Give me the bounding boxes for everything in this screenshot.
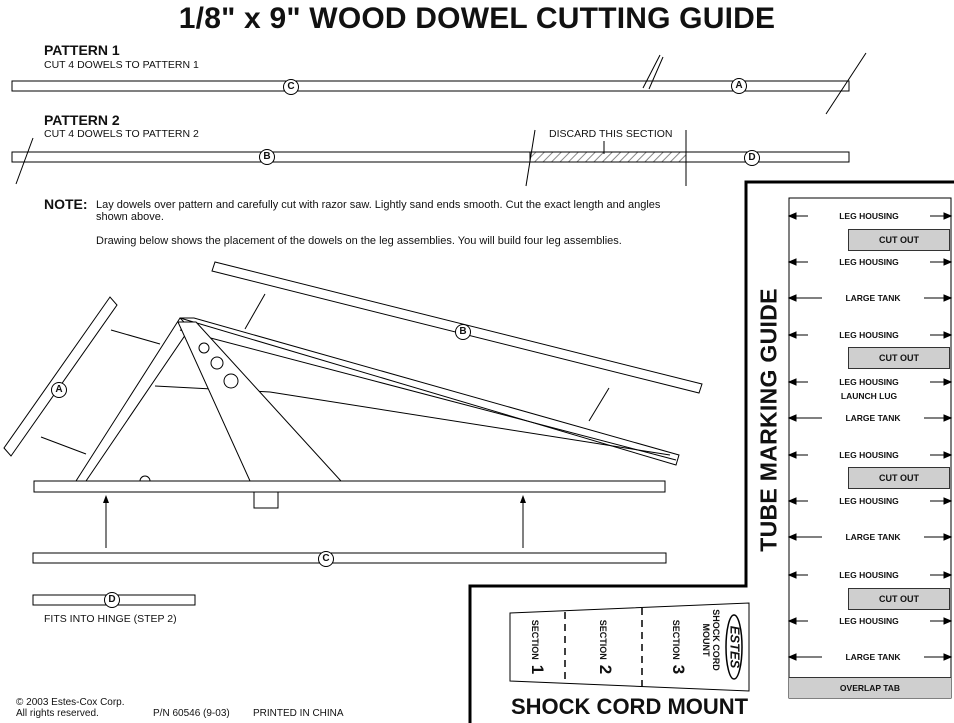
leg-housing-label: LEG HOUSING: [808, 377, 930, 387]
marker-d-pattern2: D: [748, 152, 756, 163]
note-line1: Lay dowels over pattern and carefully cu…: [96, 199, 661, 211]
note-line2: shown above.: [96, 211, 164, 223]
mount-label-line1: SHOCK CORD: [711, 609, 721, 671]
marker-a-pattern1: A: [735, 80, 743, 91]
estes-logo: ESTES: [727, 625, 743, 669]
discard-label: DISCARD THIS SECTION: [549, 128, 673, 140]
dowel-c: [32, 552, 667, 564]
section-1-label: SECTION1: [528, 619, 547, 675]
pattern2-dowel: [11, 151, 850, 163]
marker-c-assembly: C: [322, 553, 330, 564]
pattern2-instruction: CUT 4 DOWELS TO PATTERN 2: [44, 128, 199, 140]
leg-housing-label: LEG HOUSING: [808, 616, 930, 626]
marker-b-assembly: B: [459, 326, 467, 337]
tube-guide-border: [468, 180, 954, 723]
large-tank-label: LARGE TANK: [822, 413, 924, 423]
shock-cord-mount-template: [509, 602, 750, 692]
section-3-label: SECTION3: [669, 619, 688, 675]
launch-lug-label: LAUNCH LUG: [840, 391, 898, 401]
marker-d-assembly: D: [108, 594, 116, 605]
tube-guide-title: TUBE MARKING GUIDE: [755, 288, 782, 552]
leg-housing-label: LEG HOUSING: [808, 257, 930, 267]
note-line3: Drawing below shows the placement of the…: [96, 235, 622, 247]
dowel-a: [3, 296, 118, 457]
pattern2-heading: PATTERN 2: [44, 112, 120, 128]
overlap-tab-band: OVERLAP TAB: [789, 677, 951, 698]
rights: All rights reserved.: [16, 708, 99, 719]
leg-housing-label: LEG HOUSING: [808, 330, 930, 340]
leg-housing-label: LEG HOUSING: [808, 496, 930, 506]
pattern1-dowel: [11, 80, 850, 92]
shock-cord-title: SHOCK CORD MOUNT: [511, 694, 749, 719]
pattern1-instruction: CUT 4 DOWELS TO PATTERN 1: [44, 59, 199, 71]
marker-a-assembly: A: [55, 384, 63, 395]
section-2-label: SECTION2: [596, 619, 615, 675]
pattern1-heading: PATTERN 1: [44, 42, 120, 58]
marker-c-pattern1: C: [287, 81, 295, 92]
cut-out-band: CUT OUT: [848, 347, 950, 369]
page-title: 1/8" x 9" WOOD DOWEL CUTTING GUIDE: [178, 2, 776, 35]
marker-b-pattern2: B: [263, 151, 271, 162]
leg-housing-label: LEG HOUSING: [808, 211, 930, 221]
cut-out-band: CUT OUT: [848, 229, 950, 251]
hinge-note: FITS INTO HINGE (STEP 2): [44, 613, 177, 625]
part-number: P/N 60546 (9-03): [153, 708, 230, 719]
copyright: © 2003 Estes-Cox Corp.: [16, 697, 125, 708]
note-label: NOTE:: [44, 196, 88, 212]
large-tank-label: LARGE TANK: [822, 532, 924, 542]
large-tank-label: LARGE TANK: [822, 293, 924, 303]
printed-in: PRINTED IN CHINA: [253, 708, 344, 719]
cut-out-band: CUT OUT: [848, 467, 950, 489]
large-tank-label: LARGE TANK: [822, 652, 924, 662]
leg-housing-label: LEG HOUSING: [808, 570, 930, 580]
cut-out-band: CUT OUT: [848, 588, 950, 610]
leg-housing-label: LEG HOUSING: [808, 450, 930, 460]
assembly-base: [33, 480, 666, 493]
mount-label-line2: MOUNT: [701, 623, 711, 657]
